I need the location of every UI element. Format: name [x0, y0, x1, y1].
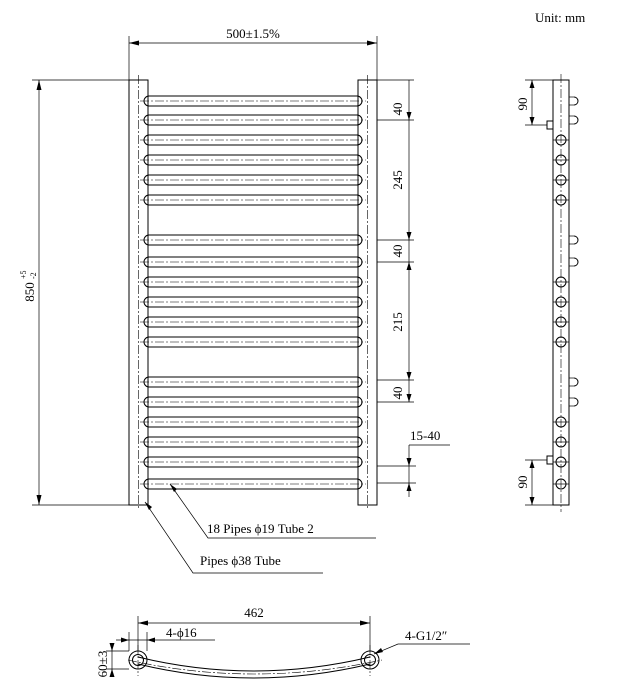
arrow — [360, 620, 370, 626]
gap-top-dimension: 40 — [390, 103, 405, 116]
arrow — [36, 80, 42, 90]
arrow — [367, 40, 377, 46]
horizontal-pipes — [140, 95, 366, 490]
arrow — [406, 458, 412, 466]
thread-leader — [373, 643, 470, 655]
bottom-width-dimension: 462 — [244, 605, 264, 620]
curved-pipe-outer-bottom — [137, 663, 371, 679]
arrow — [406, 483, 412, 491]
unit-label: Unit: mm — [535, 10, 585, 25]
arrow — [406, 232, 412, 240]
arrow — [529, 460, 535, 468]
side-pipe-end — [573, 96, 579, 106]
side-pipe-end — [573, 377, 579, 387]
side-pipe-end — [573, 397, 579, 407]
side-view: 90 90 — [515, 74, 579, 512]
side-bottom-dimension: 90 — [515, 476, 530, 489]
height-dimension: 850 +5 -2 — [19, 270, 38, 301]
front-view: 500±1.5% 850 +5 -2 40 245 40 215 40 — [19, 26, 450, 574]
tube-callout: Pipes ϕ38 Tube — [200, 553, 281, 568]
arrow — [406, 262, 412, 270]
arrow — [147, 637, 155, 643]
arrow — [170, 484, 177, 492]
section-2-dimension: 215 — [390, 312, 405, 332]
arrow — [109, 669, 115, 677]
pipe-callout-leader — [169, 483, 376, 539]
curved-pipe-outer-top — [137, 656, 371, 672]
arrow — [145, 502, 152, 510]
arrow — [406, 372, 412, 380]
depth-dimension: 60±3 — [95, 651, 110, 678]
arrow — [374, 648, 383, 654]
section-1-dimension: 245 — [390, 170, 405, 190]
gap-middle-dimension: 40 — [390, 245, 405, 258]
arrow — [109, 643, 115, 651]
arrow — [529, 80, 535, 88]
arrow — [36, 495, 42, 505]
gap-bottom-dimension: 40 — [390, 387, 405, 400]
valve-connector-bottom — [546, 455, 554, 465]
arrow — [406, 112, 412, 120]
hole-label: 4-ϕ16 — [166, 625, 197, 640]
arrow — [138, 620, 148, 626]
arrow — [529, 497, 535, 505]
side-pipe-sections — [553, 96, 579, 490]
pipe-callout: 18 Pipes ϕ19 Tube 2 — [207, 521, 314, 536]
arrow — [129, 40, 139, 46]
tube-callout-leader — [144, 501, 323, 574]
arrow — [529, 117, 535, 125]
side-pipe-end — [573, 257, 579, 267]
side-pipe-end — [573, 115, 579, 125]
bottom-view: 462 4-ϕ16 4-G1/2″ 60±3 — [95, 605, 470, 679]
curved-centerline — [127, 659, 383, 675]
width-dimension: 500±1.5% — [226, 26, 280, 41]
side-top-dimension: 90 — [515, 98, 530, 111]
svg-text:850: 850 — [22, 282, 37, 302]
svg-text:-2: -2 — [29, 272, 38, 279]
arrow — [406, 394, 412, 402]
thread-label: 4-G1/2″ — [405, 628, 447, 643]
valve-connector-top — [546, 120, 554, 130]
side-pipe-end — [573, 235, 579, 245]
arrow — [121, 637, 129, 643]
svg-text:+5: +5 — [19, 270, 28, 279]
side-spacing-label: 15-40 — [410, 428, 440, 443]
